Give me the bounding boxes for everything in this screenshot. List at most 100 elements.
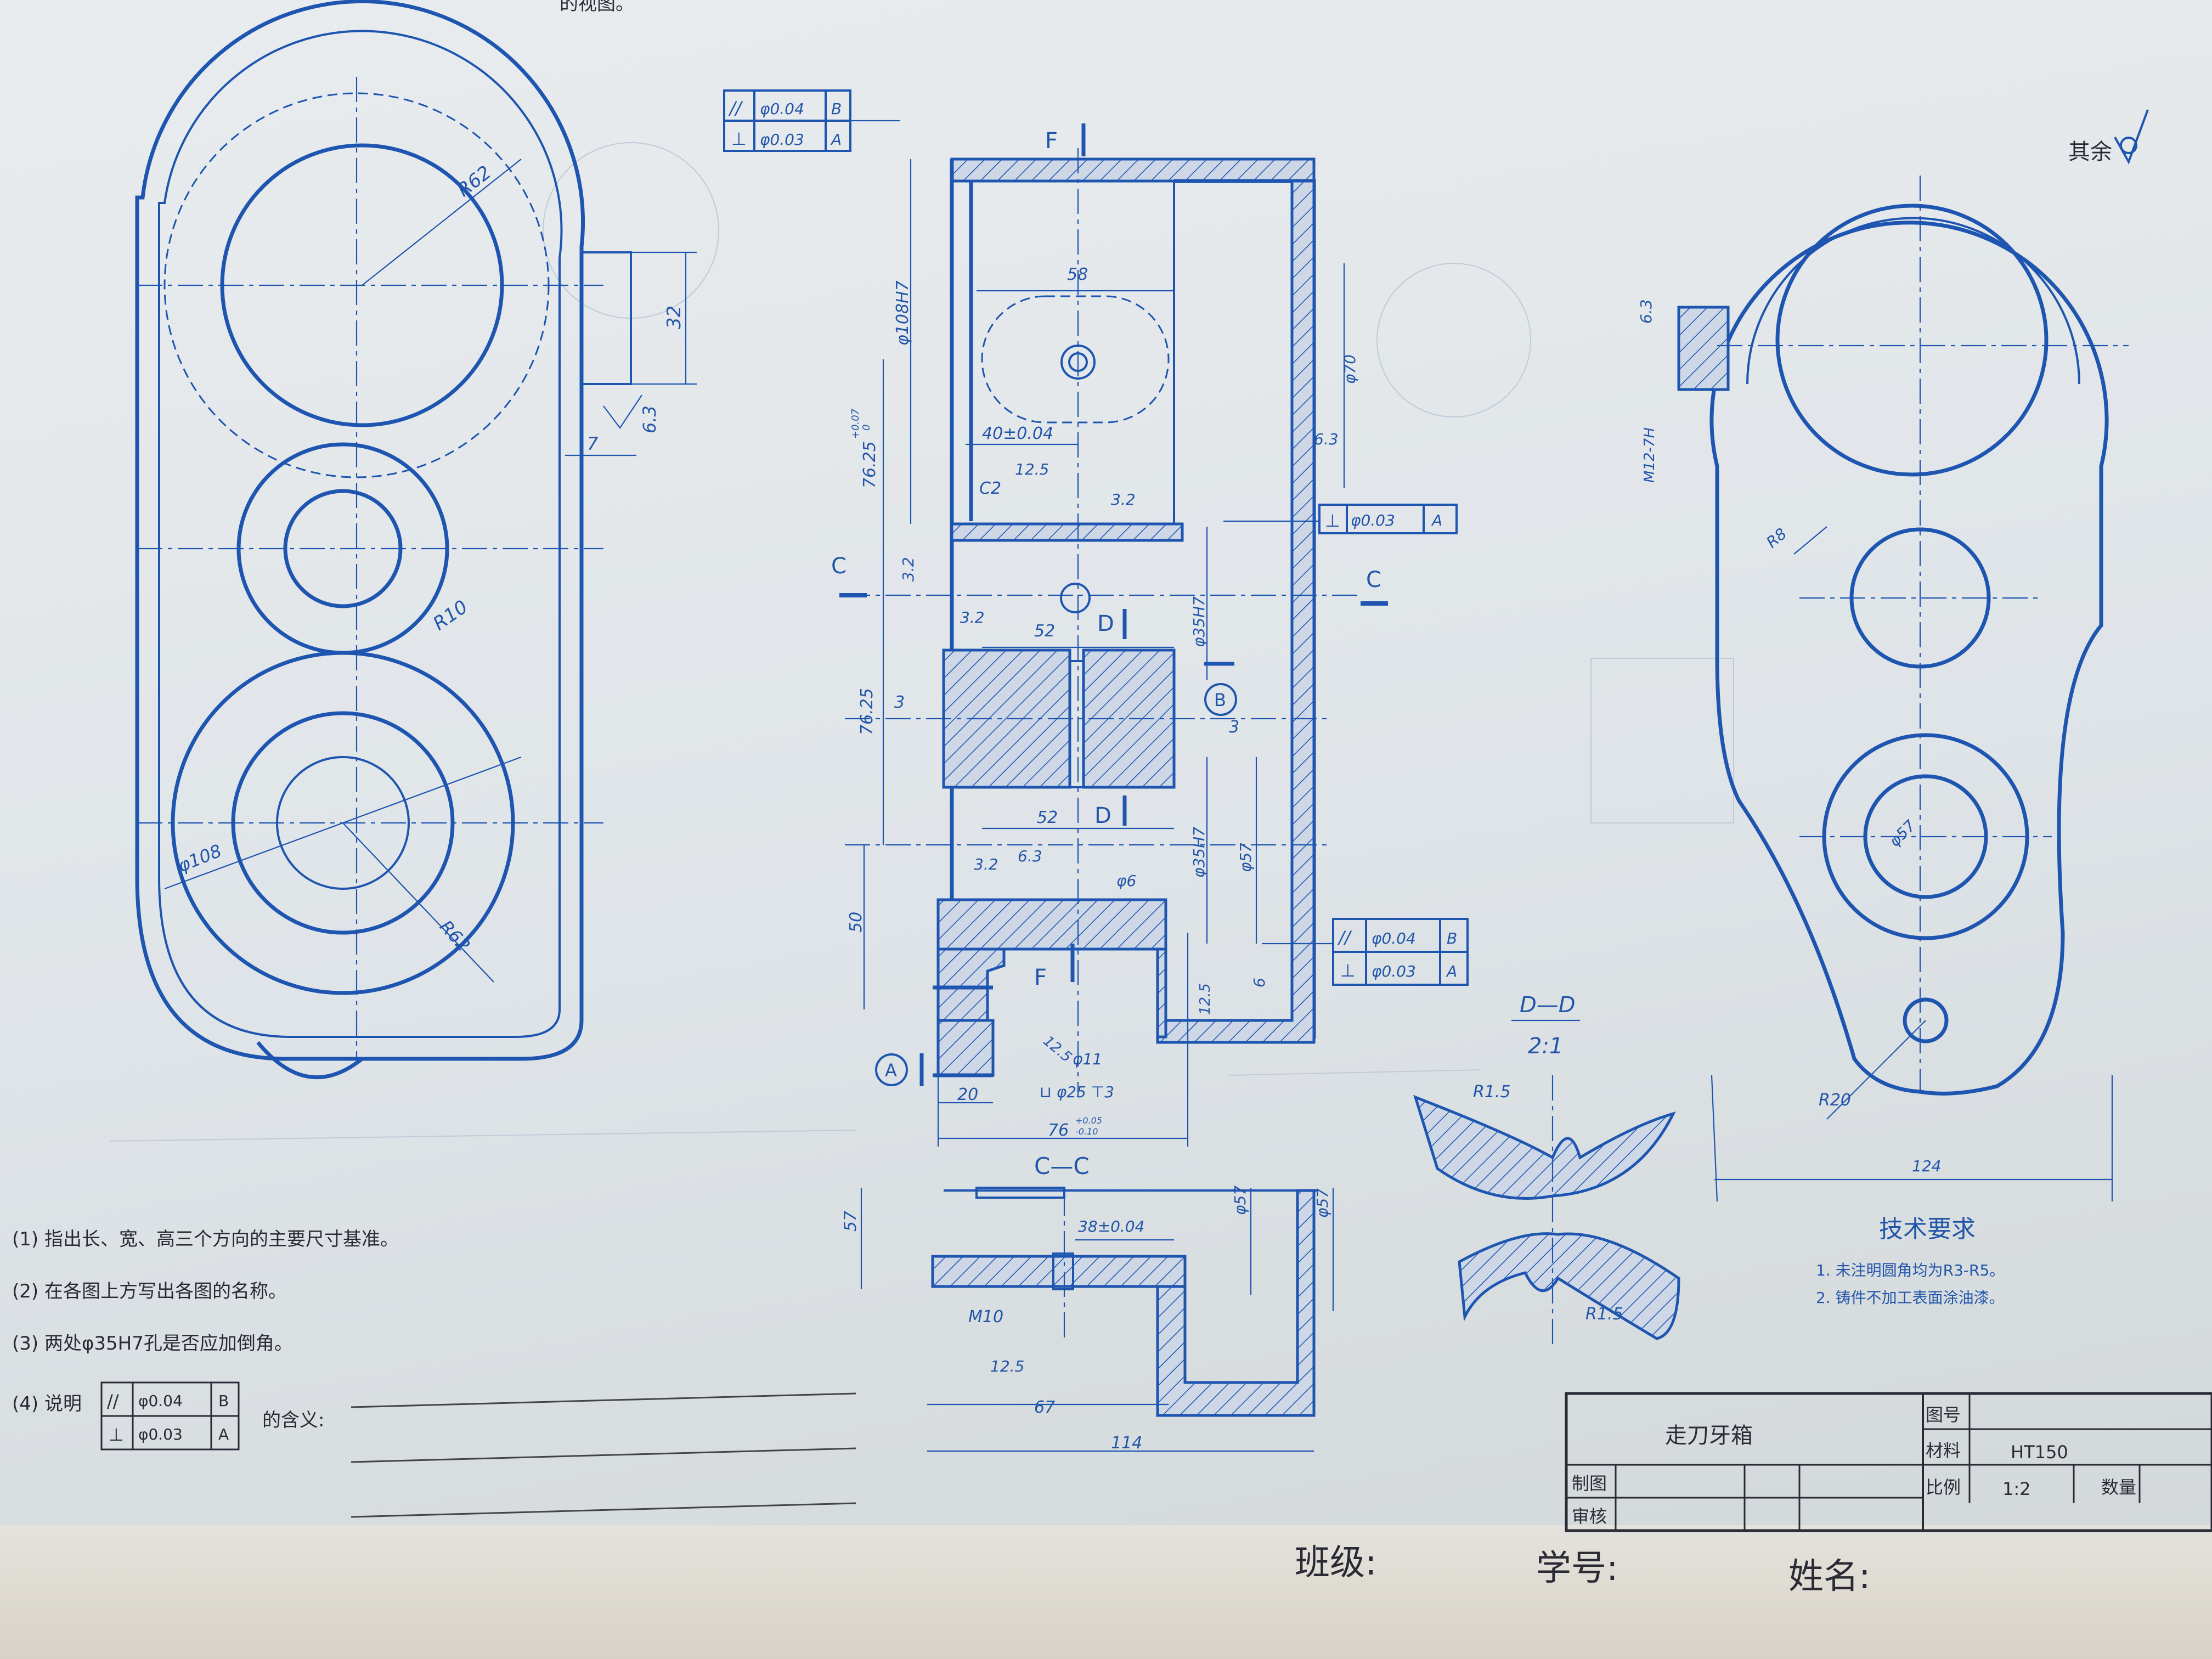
name-label: 姓名: [1788,1556,1871,1597]
right-wall-hatch [1156,179,1316,1044]
dim-3a: 3 [894,693,905,712]
dd-view: D—D 2:1 R1.5 R1.5 [1413,992,1680,1350]
dim-52b: 52 [1037,808,1058,827]
mid-rib [950,522,1184,542]
side-dim-6-3: 6.3 [1637,299,1655,324]
tech-req-item-1: 1. 未注明圆角均为R3-R5。 [1816,1261,2005,1279]
dim-3-2b: 3.2 [899,557,917,582]
tol-frame-mid: // φ0.04 B ⊥ φ0.03 A [1262,918,1469,986]
dim-d70: φ70 [1341,354,1359,384]
dim-76-25a: 76.25 [860,441,879,488]
side-dim-r20: R20 [1819,1091,1851,1110]
question-2: (2) 在各图上方写出各图的名称。 [12,1280,287,1302]
side-lug [1677,306,1730,391]
dd-title: D—D [1520,992,1576,1018]
dim-3-2a: 3.2 [1111,490,1136,509]
svg-text:A: A [1431,511,1442,529]
dim-6: 6 [1250,978,1268,988]
cc-dim-38: 38±0.04 [1078,1217,1144,1235]
dim-12-5a: 12.5 [1015,460,1049,478]
dim-d108: φ108 [175,840,224,876]
side-main-bore [1775,204,2049,477]
svg-text:0: 0 [861,425,872,431]
drawing-no-label: 图号 [1926,1404,1961,1425]
svg-text:φ0.03: φ0.03 [1372,962,1416,980]
scale-label: 比例 [1926,1477,1961,1498]
svg-text:φ0.04: φ0.04 [760,100,804,118]
dim-76: 76 [1048,1121,1069,1140]
dim-76-25b: 76.25 [857,688,877,735]
roughness-6-3: 6.3 [639,405,660,433]
dim-3-2d: 3.2 [974,855,998,873]
dim-3b: 3 [1229,718,1239,737]
side-small-hole [1903,997,1949,1043]
dim-32: 32 [663,306,685,329]
svg-text://: // [1337,927,1352,948]
dim-d35h7a: φ35H7 [1190,596,1208,647]
cc-leg [1156,1189,1316,1417]
dim-d11: φ11 [1073,1050,1102,1068]
dim-d35h7b: φ35H7 [1190,827,1208,878]
svg-text:⊥: ⊥ [1340,960,1356,981]
cc-dim-12-5: 12.5 [990,1357,1024,1375]
boss-bore [1069,660,1085,788]
tech-req-title: 技术要求 [1879,1215,1976,1243]
side-lug [582,251,632,385]
dd-scale: 2:1 [1528,1034,1563,1059]
svg-text:F: F [1034,965,1047,990]
dim-12-5c: 12.5 [1197,983,1214,1015]
section-mark-d-top: D [1097,611,1114,636]
cc-view: C—C 57 38±0.04 φ57 φ57 M10 12.5 67 114 [841,1153,1334,1453]
question-4-suffix: 的含义: [262,1409,324,1431]
answer-strip [0,1525,2212,1659]
material-value: HT150 [2011,1442,2068,1463]
svg-text:⊥: ⊥ [109,1424,124,1445]
question-1: (1) 指出长、宽、高三个方向的主要尺寸基准。 [12,1228,399,1250]
dim-c2: C2 [979,479,1001,498]
dim-20: 20 [957,1085,978,1104]
dim-r62-bottom: R62 [436,916,474,956]
svg-text:φ0.03: φ0.03 [1351,511,1395,529]
dim-d6: φ6 [1116,872,1136,890]
technical-requirements: 技术要求 1. 未注明圆角均为R3-R5。 2. 铸件不加工表面涂油漆。 [1816,1215,2005,1307]
cc-dim-m10: M10 [968,1307,1003,1327]
svg-text://: // [728,98,743,119]
svg-text:+0.05: +0.05 [1075,1115,1102,1126]
svg-text://: // [107,1391,119,1412]
cc-dim-d57a: φ57 [1231,1186,1249,1215]
scale-value: 1:2 [2002,1479,2031,1499]
dd-r15a: R1.5 [1473,1082,1511,1102]
svg-text:A: A [830,131,842,149]
section-mark-f: F [1045,128,1058,154]
bottom-lug [256,1041,364,1080]
section-mark-c-left: C [831,554,847,579]
svg-text:B: B [831,100,842,118]
title-block: 走刀牙箱 图号 材料 HT150 比例 1:2 数量 制图 审核 [1565,1392,2212,1532]
lower-leg-left [936,947,1006,1022]
datum-a: A [885,1060,897,1081]
svg-text:A: A [1446,962,1457,980]
dim-50: 50 [847,912,866,933]
dim-6-3: 6.3 [1314,430,1339,448]
dd-lower-section [1458,1232,1680,1340]
datum-b: B [1214,690,1226,710]
lower-flange [936,898,1167,951]
dd-r15b: R1.5 [1585,1305,1623,1324]
hidden-slot [981,295,1170,424]
cc-title: C—C [1034,1153,1090,1180]
dim-40: 40±0.04 [982,424,1053,443]
dim-52a: 52 [1034,622,1055,641]
student-no-label: 学号: [1536,1548,1618,1589]
foot [936,1019,995,1077]
dim-6-3b: 6.3 [1018,847,1042,865]
question-4-tol-frame: // φ0.04 B ⊥ φ0.03 A [100,1381,240,1451]
side-dim-m12: M12-7H [1641,427,1658,483]
svg-text:-0.10: -0.10 [1075,1126,1098,1137]
dim-58: 58 [1067,265,1088,284]
front-view: // φ0.04 B ⊥ φ0.03 A [723,89,1469,1147]
section-mark-d-bottom: D [1094,803,1111,828]
class-label: 班级: [1295,1543,1377,1583]
material-label: 材料 [1926,1440,1961,1461]
header-fragment: 的视图。 [560,0,634,15]
